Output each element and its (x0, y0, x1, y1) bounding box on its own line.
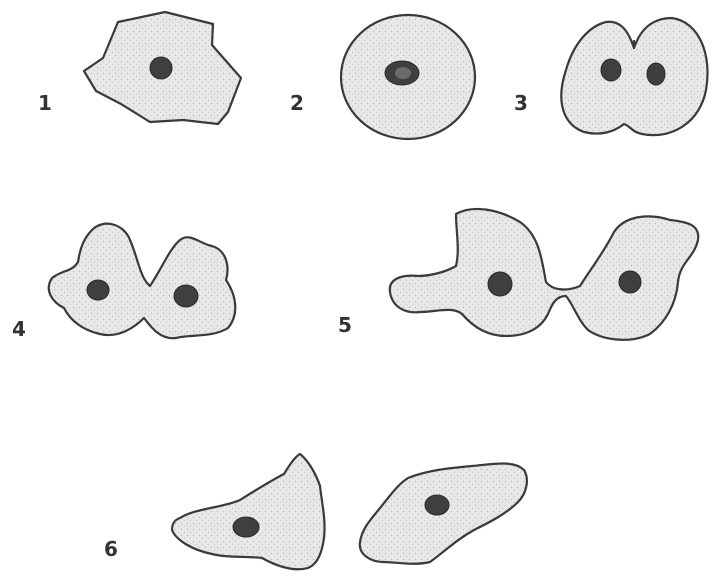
stage-2-nucleus-inner (395, 67, 411, 79)
stage-1-label: 1 (38, 91, 52, 115)
stage-6-nucleus-right (425, 495, 449, 515)
stage-1: 1 (38, 12, 241, 124)
stage-6-label: 6 (104, 537, 118, 561)
stage-5-cell (390, 209, 698, 340)
stage-3: 3 (514, 18, 708, 135)
stage-5-label: 5 (338, 313, 352, 337)
stage-6: 6 (104, 454, 527, 569)
stage-3-nucleus-left (601, 59, 621, 81)
stage-3-nucleus-right (647, 63, 665, 85)
stage-1-nucleus (150, 57, 172, 79)
stage-4-nucleus-left (87, 280, 109, 300)
stage-3-cell (561, 18, 707, 135)
stage-5: 5 (338, 209, 698, 340)
stage-5-nucleus-right (619, 271, 641, 293)
stage-3-label: 3 (514, 91, 528, 115)
stage-4: 4 (12, 224, 235, 341)
stage-4-cell (49, 224, 235, 339)
stage-4-label: 4 (12, 317, 26, 341)
stage-2: 2 (290, 15, 475, 139)
stage-2-label: 2 (290, 91, 304, 115)
stage-6-nucleus-left (233, 517, 259, 537)
stage-4-nucleus-right (174, 285, 198, 307)
stage-6-daughter-left (172, 454, 325, 569)
stage-5-nucleus-left (488, 272, 512, 296)
